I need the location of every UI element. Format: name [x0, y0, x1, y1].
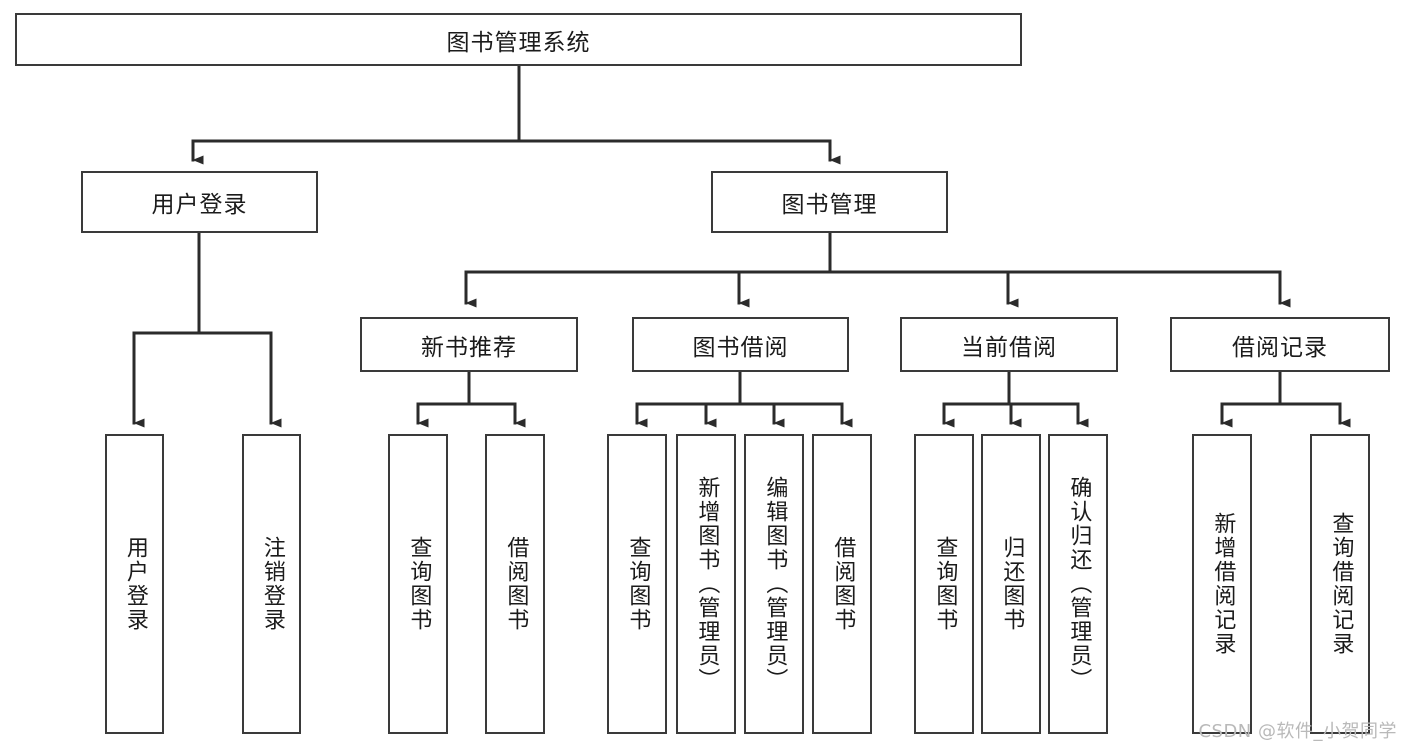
leaf-logout-label: 注销登录	[259, 536, 285, 632]
leaf-query-book-3[interactable]: 查询图书	[914, 434, 974, 734]
leaf-query-book-1-label: 查询图书	[406, 536, 432, 632]
node-book-manage-label: 图书管理	[781, 192, 878, 218]
node-new-book-recommend[interactable]: 新书推荐	[360, 317, 578, 372]
node-borrow-record[interactable]: 借阅记录	[1170, 317, 1390, 372]
node-root[interactable]: 图书管理系统	[15, 13, 1022, 66]
leaf-return-book-label: 归还图书	[999, 536, 1025, 632]
leaf-query-record[interactable]: 查询借阅记录	[1310, 434, 1370, 734]
node-book-manage[interactable]: 图书管理	[711, 171, 948, 233]
leaf-query-book-2-label: 查询图书	[625, 536, 651, 632]
leaf-add-record[interactable]: 新增借阅记录	[1192, 434, 1252, 734]
node-user-login-label: 用户登录	[151, 192, 248, 218]
leaf-query-record-label: 查询借阅记录	[1328, 512, 1354, 656]
leaf-add-book[interactable]: 新增图书（管理员）	[676, 434, 736, 734]
csdn-watermark: CSDN @软件_小贺同学	[1198, 721, 1397, 742]
leaf-add-record-label: 新增借阅记录	[1210, 512, 1236, 656]
node-user-login[interactable]: 用户登录	[81, 171, 318, 233]
node-book-borrow[interactable]: 图书借阅	[632, 317, 849, 372]
leaf-user-login[interactable]: 用户登录	[105, 434, 164, 734]
leaf-confirm-return[interactable]: 确认归还（管理员）	[1048, 434, 1108, 734]
node-root-label: 图书管理系统	[446, 29, 591, 56]
node-new-book-recommend-label: 新书推荐	[421, 334, 517, 361]
leaf-user-login-label: 用户登录	[122, 536, 148, 632]
node-borrow-record-label: 借阅记录	[1232, 334, 1328, 361]
leaf-query-book-3-label: 查询图书	[932, 536, 958, 632]
node-current-borrow-label: 当前借阅	[961, 334, 1057, 361]
leaf-query-book-1[interactable]: 查询图书	[388, 434, 448, 734]
leaf-borrow-book-1-label: 借阅图书	[503, 536, 529, 632]
leaf-borrow-book-2[interactable]: 借阅图书	[812, 434, 872, 734]
leaf-query-book-2[interactable]: 查询图书	[607, 434, 667, 734]
leaf-confirm-return-label: 确认归还（管理员）	[1066, 476, 1092, 692]
leaf-borrow-book-2-label: 借阅图书	[830, 536, 856, 632]
leaf-return-book[interactable]: 归还图书	[981, 434, 1041, 734]
leaf-logout[interactable]: 注销登录	[242, 434, 301, 734]
node-book-borrow-label: 图书借阅	[692, 334, 789, 361]
leaf-add-book-label: 新增图书（管理员）	[694, 476, 720, 692]
leaf-edit-book[interactable]: 编辑图书（管理员）	[744, 434, 804, 734]
node-current-borrow[interactable]: 当前借阅	[900, 317, 1118, 372]
leaf-borrow-book-1[interactable]: 借阅图书	[485, 434, 545, 734]
leaf-edit-book-label: 编辑图书（管理员）	[762, 476, 788, 692]
